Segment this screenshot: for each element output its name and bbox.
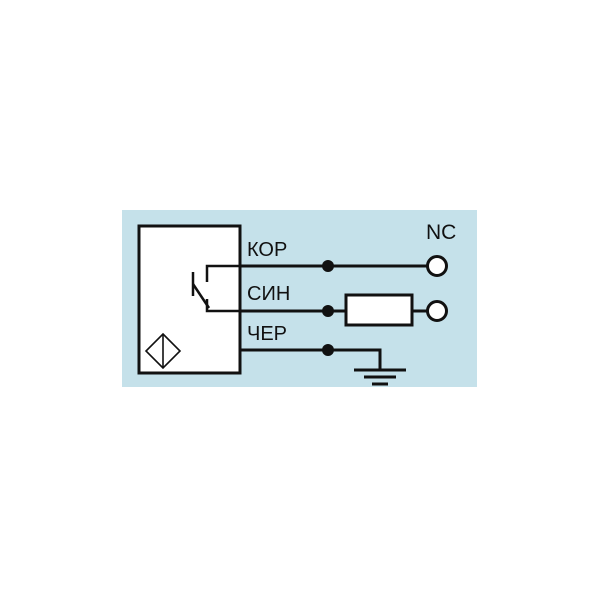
wire-3-line (240, 348, 382, 370)
switch-contact-icon (191, 264, 240, 313)
sensor-body (137, 224, 242, 375)
terminal-nc-label: NC (426, 221, 456, 244)
ground-icon (354, 368, 406, 386)
wire-2-label: СИН (247, 283, 290, 305)
terminal-circle-icon (426, 300, 448, 322)
inductive-sensor-icon (144, 332, 182, 370)
resistor-icon (344, 293, 414, 327)
junction-dot-icon (322, 305, 334, 317)
wire-3-label: ЧЕР (247, 323, 287, 345)
wire-1-label: КОР (247, 239, 287, 261)
terminal-circle-icon (426, 255, 448, 277)
junction-dot-icon (322, 344, 334, 356)
junction-dot-icon (322, 260, 334, 272)
